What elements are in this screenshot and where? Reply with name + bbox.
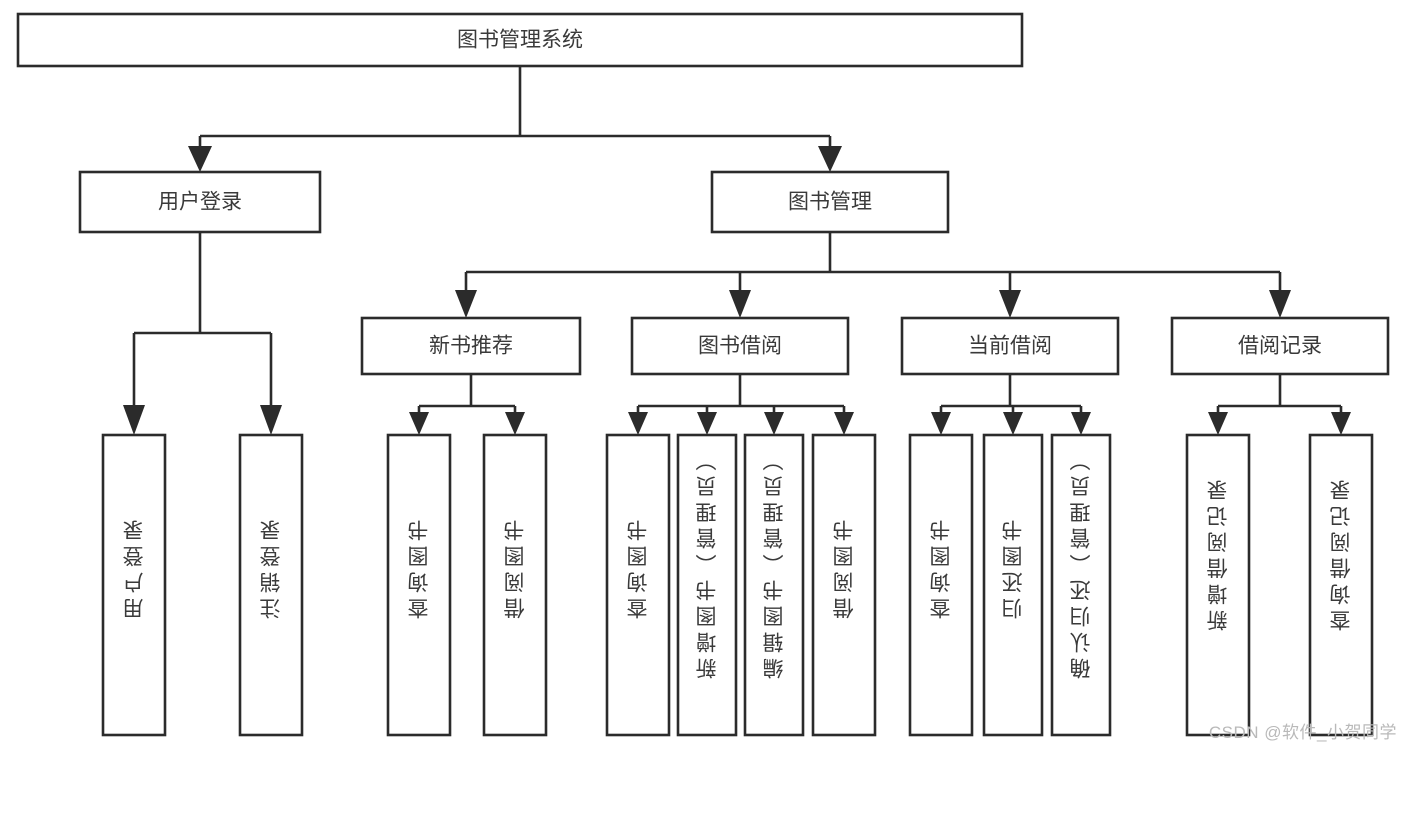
current-borrow-box[interactable] <box>900 316 1120 376</box>
leaf-box-br-query-record[interactable] <box>1308 433 1374 737</box>
node-book-borrow[interactable]: 图书借阅 <box>630 316 850 376</box>
arrow-head-cb-return-book <box>1003 412 1023 435</box>
new-book-recommend-box[interactable] <box>360 316 582 376</box>
arrow-head-cb-confirm-return <box>1071 412 1091 435</box>
arrow-head-borrow-records <box>1269 290 1291 318</box>
new-book-recommend-label: 新书推荐 <box>429 335 513 358</box>
connector-new-book-to-leaves <box>409 374 525 435</box>
arrow-head-br-query-record <box>1331 412 1351 435</box>
arrow-head-bb-edit-book <box>764 412 784 435</box>
arrow-head-br-add-record <box>1208 412 1228 435</box>
book-borrow-box[interactable] <box>630 316 850 376</box>
arrow-head-bb-query-book <box>628 412 648 435</box>
leaf-box-cb-return-book[interactable] <box>982 433 1044 737</box>
leaf-boxes <box>101 433 1374 737</box>
node-new-book-recommend[interactable]: 新书推荐 <box>360 316 582 376</box>
user-login-label: 用户登录 <box>158 191 242 214</box>
connector-borrow-records-to-leaves <box>1208 374 1351 435</box>
arrow-head-user-login <box>188 146 212 172</box>
leaf-box-bb-query-book[interactable] <box>605 433 671 737</box>
connector-user-login-to-leaves <box>123 232 282 435</box>
connector-root-to-level1 <box>188 66 842 172</box>
book-management-box[interactable] <box>710 170 950 234</box>
root-box[interactable] <box>16 12 1024 68</box>
arrow-head-bb-add-book <box>697 412 717 435</box>
leaf-box-bb-edit-book[interactable] <box>743 433 805 737</box>
arrow-head-leaf-user-login <box>123 405 145 435</box>
leaf-box-bb-borrow-book[interactable] <box>811 433 877 737</box>
leaf-box-user-login[interactable] <box>101 433 167 737</box>
arrow-head-new-books <box>455 290 477 318</box>
root-label: 图书管理系统 <box>457 29 583 52</box>
book-borrow-label: 图书借阅 <box>698 335 782 358</box>
leaf-box-br-add-record[interactable] <box>1185 433 1251 737</box>
node-root[interactable]: 图书管理系统 <box>16 12 1024 68</box>
connector-book-mgmt-to-level2 <box>455 232 1291 318</box>
arrow-head-borrow <box>729 290 751 318</box>
connector-book-borrow-to-leaves <box>628 374 854 435</box>
borrow-records-label: 借阅记录 <box>1238 335 1322 358</box>
arrow-head-nb-borrow-book <box>505 412 525 435</box>
tree-diagram-svg: 图书管理系统 用户登录 图书管理 <box>16 12 1390 737</box>
leaf-box-bb-add-book[interactable] <box>676 433 738 737</box>
flowchart-canvas: 图书管理系统 用户登录 图书管理 <box>16 12 1397 742</box>
arrow-head-nb-query-book <box>409 412 429 435</box>
arrow-head-book-mgmt <box>818 146 842 172</box>
arrow-head-current-borrow <box>999 290 1021 318</box>
leaf-box-cb-confirm-return[interactable] <box>1050 433 1112 737</box>
node-borrow-records[interactable]: 借阅记录 <box>1170 316 1390 376</box>
leaf-box-cb-query-book[interactable] <box>908 433 974 737</box>
book-management-label: 图书管理 <box>788 191 872 214</box>
arrow-head-bb-borrow-book <box>834 412 854 435</box>
leaf-box-nb-query-book[interactable] <box>386 433 452 737</box>
current-borrow-label: 当前借阅 <box>968 335 1052 358</box>
arrow-head-cb-query-book <box>931 412 951 435</box>
leaf-box-nb-borrow-book[interactable] <box>482 433 548 737</box>
leaf-box-logout[interactable] <box>238 433 304 737</box>
borrow-records-box[interactable] <box>1170 316 1390 376</box>
connector-current-borrow-to-leaves <box>931 374 1091 435</box>
node-book-management[interactable]: 图书管理 <box>710 170 950 234</box>
node-user-login[interactable]: 用户登录 <box>78 170 322 234</box>
node-current-borrow[interactable]: 当前借阅 <box>900 316 1120 376</box>
arrow-head-leaf-logout <box>260 405 282 435</box>
csdn-watermark: CSDN @软件_小贺同学 <box>1208 723 1397 742</box>
